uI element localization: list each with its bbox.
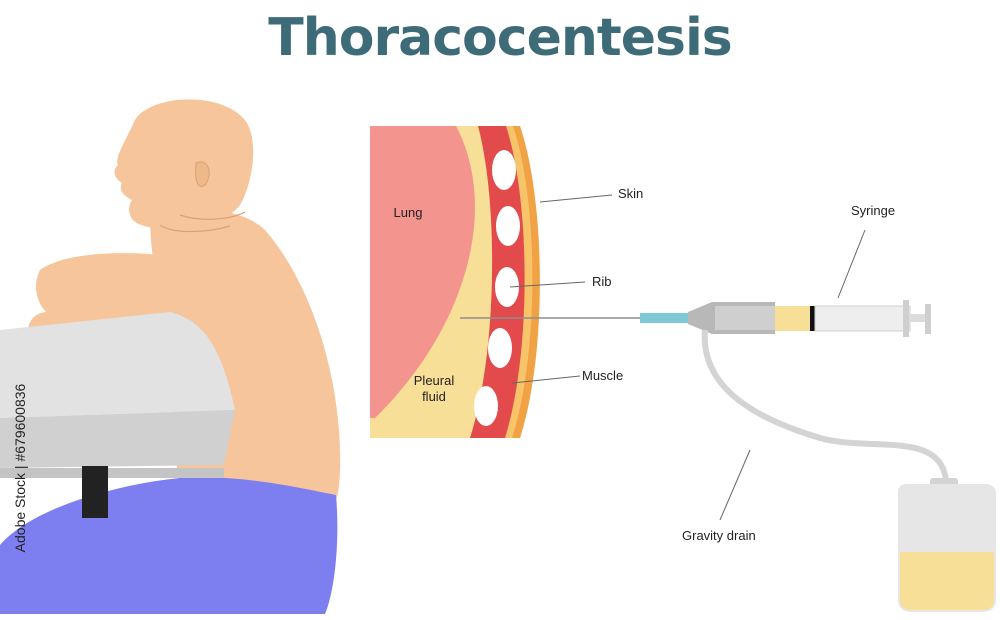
cross-section	[370, 126, 545, 438]
needle-syringe	[460, 300, 931, 337]
muscle-label: Muscle	[582, 368, 624, 383]
page-title: Thoracocentesis	[268, 8, 732, 68]
leader-lines	[509, 194, 866, 521]
stock-id-text: Adobe Stock | #679600836	[12, 383, 28, 553]
stock-id-watermark: Adobe Stock | #679600836	[8, 330, 28, 620]
gravity-drain-label: Gravity drain	[682, 528, 756, 543]
rib-label: Rib	[592, 274, 612, 289]
syringe-label: Syringe	[851, 203, 896, 218]
gravity-drain	[701, 329, 996, 612]
table	[0, 312, 235, 518]
lung-label: Lung	[393, 205, 423, 220]
pleural-fluid-label: Pleural fluid	[413, 373, 455, 404]
skin-label: Skin	[618, 186, 644, 201]
